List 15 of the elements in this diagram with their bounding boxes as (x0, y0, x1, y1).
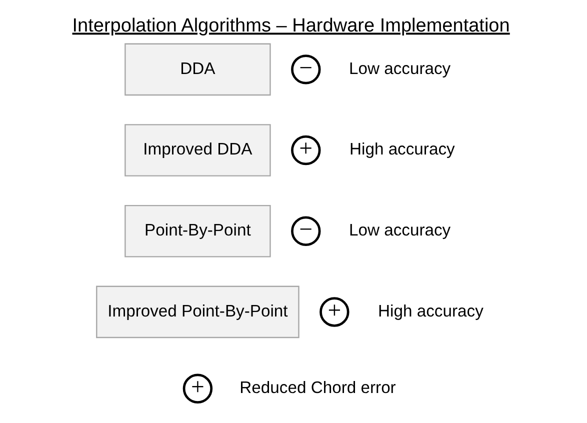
diagram-title: Interpolation Algorithms – Hardware Implementation (72, 16, 510, 37)
node-label: High accuracy (349, 140, 454, 159)
node-circle: − (290, 216, 320, 246)
node-label: Reduced Chord error (239, 378, 396, 398)
node-label: High accuracy (378, 301, 483, 320)
node-box: Point-By-Point (124, 204, 270, 258)
node-label: Low accuracy (348, 220, 450, 240)
node-circle: + (182, 374, 212, 404)
node-label: Low accuracy (348, 58, 450, 78)
node-box: Improved Point-By-Point (96, 286, 299, 338)
node-box: DDA (124, 43, 270, 96)
node-circle: − (290, 54, 320, 84)
node-circle: + (290, 135, 320, 166)
node-box: Improved DDA (124, 124, 270, 176)
node-circle: + (319, 297, 349, 327)
